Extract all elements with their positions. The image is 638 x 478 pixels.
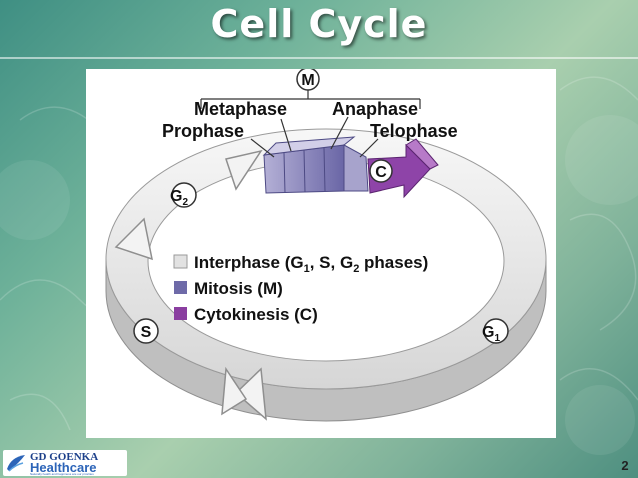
company-logo: GD GOENKA Healthcare Naturally health an… — [3, 450, 127, 476]
arrow-head-interphase-end — [221, 366, 248, 416]
metaphase-label: Metaphase — [194, 99, 287, 119]
legend-swatch-interphase — [173, 254, 188, 269]
legend-mitosis: Mitosis (M) — [194, 279, 283, 298]
legend-swatch-cytokinesis — [174, 307, 187, 320]
s-circle — [133, 318, 159, 344]
arrow-head-g1 — [234, 367, 267, 421]
slide-title: Cell Cycle — [210, 2, 428, 46]
title-divider — [0, 57, 638, 59]
g1-circle — [483, 318, 509, 344]
g2-label: G2 — [170, 188, 188, 208]
cytokinesis-letter: C — [375, 164, 387, 181]
legend-swatch-mitosis — [174, 281, 187, 294]
logo-leaf-icon — [7, 455, 25, 472]
logo-tagline: Naturally health and happiness are our p… — [30, 472, 94, 476]
logo-text-brand: GD GOENKA — [30, 451, 99, 463]
g2-circle — [171, 182, 197, 208]
arrow-head-g2 — [225, 149, 263, 191]
logo-text-healthcare: Healthcare — [30, 460, 97, 475]
mitosis-circle — [296, 69, 320, 91]
legend-cytokinesis: Cytokinesis (C) — [194, 305, 318, 324]
legend-interphase: Interphase (G1, S, G2 phases) — [194, 253, 428, 275]
mitosis-letter: M — [301, 72, 314, 89]
arrow-head-s — [114, 217, 153, 261]
legend: Interphase (G1, S, G2 phases) Mitosis (M… — [173, 253, 428, 324]
cytokinesis-arrow — [367, 138, 439, 199]
page-number: 2 — [621, 458, 629, 473]
mitosis-bracket — [200, 89, 421, 158]
mitosis-block — [262, 136, 369, 194]
g1-label: G1 — [482, 324, 500, 344]
prophase-label: Prophase — [162, 121, 244, 141]
cytokinesis-circle — [369, 159, 393, 183]
telophase-label: Telophase — [370, 121, 458, 141]
anaphase-label: Anaphase — [332, 99, 418, 119]
cell-cycle-figure: M Metaphase Anaphase Prophase Telophase … — [86, 69, 556, 438]
cell-cycle-diagram: M Metaphase Anaphase Prophase Telophase … — [105, 69, 547, 422]
s-label: S — [141, 324, 152, 341]
